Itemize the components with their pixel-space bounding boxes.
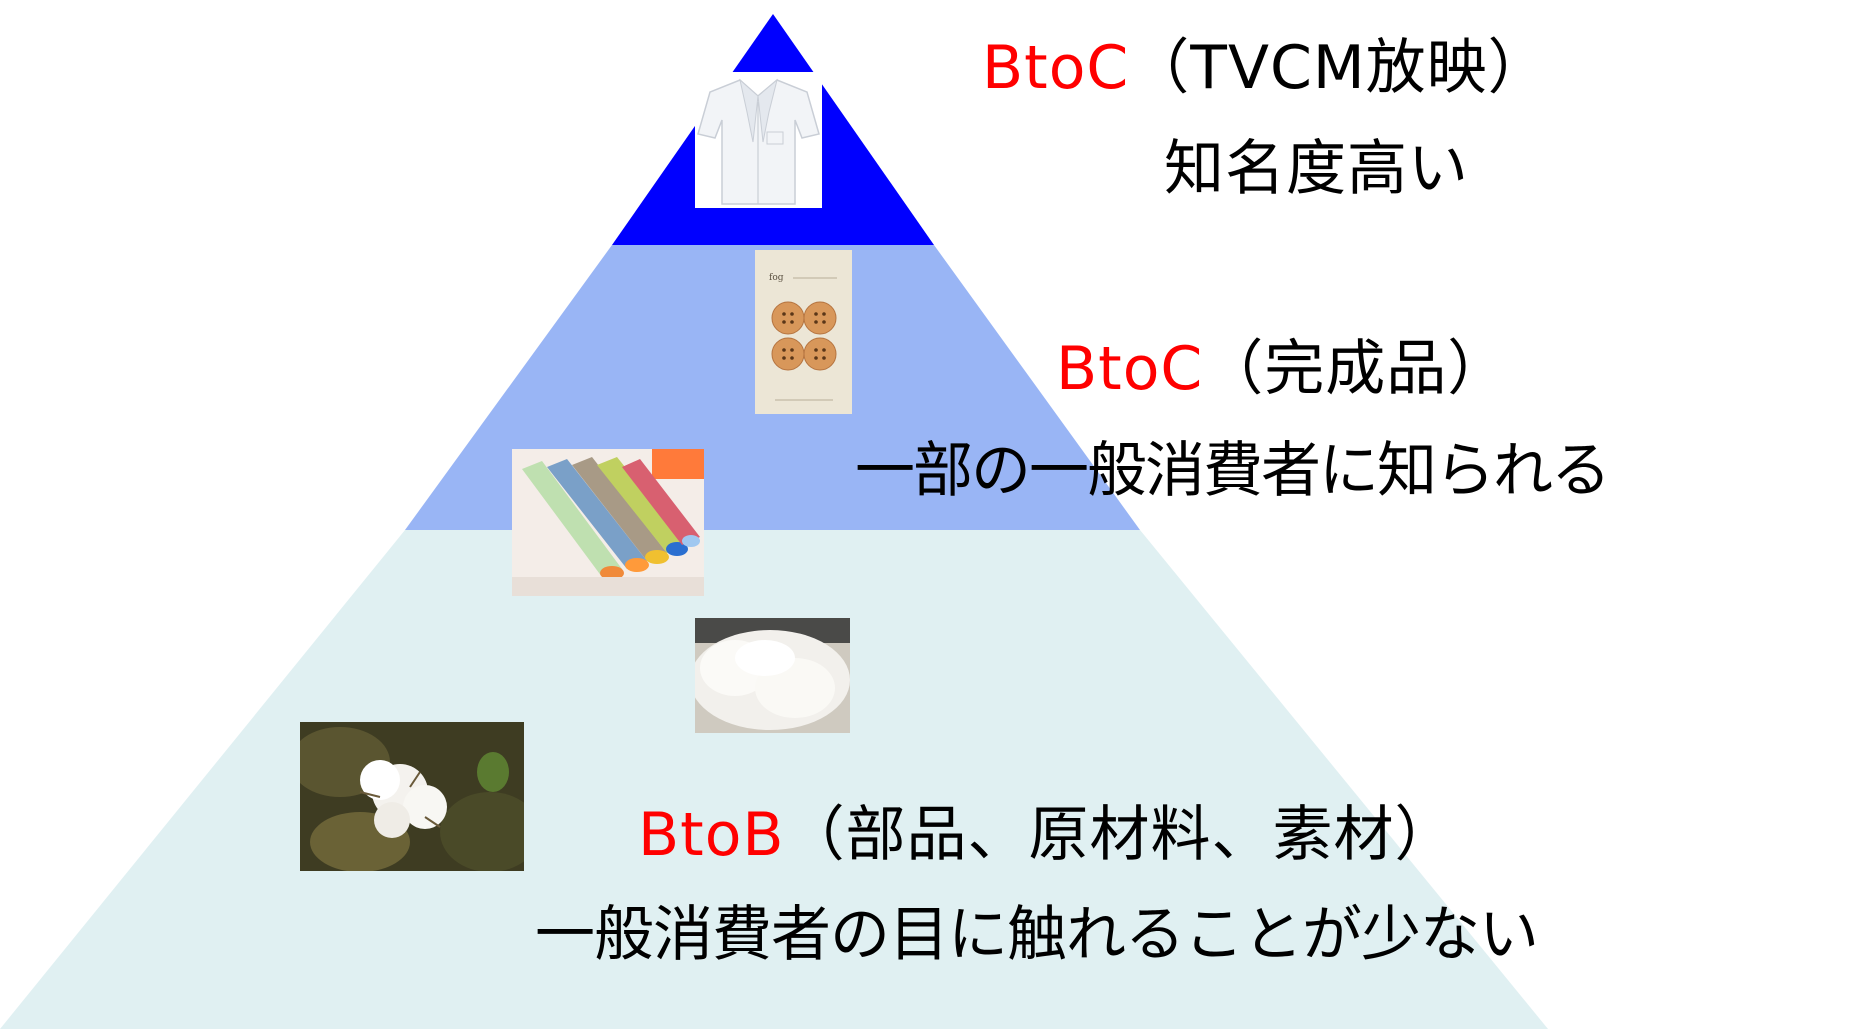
cotton-boll-image	[300, 722, 524, 871]
bottom-tier-description: 一般消費者の目に触れることが少ない	[535, 900, 1539, 970]
middle-tier-description: 一部の一般消費者に知られる	[855, 436, 1611, 506]
bottom-tier-title: BtoB（部品、原材料、素材）	[638, 800, 1456, 870]
top-tier-title: BtoC（TVCM放映）	[982, 33, 1549, 103]
raw-cotton-fiber-image	[695, 618, 850, 733]
middle-tier-type-label: BtoC	[1056, 334, 1204, 404]
fabric-rolls-image	[512, 449, 704, 596]
bottom-tier-detail: （部品、原材料、素材）	[784, 800, 1456, 870]
top-tier-description: 知名度高い	[1164, 134, 1469, 204]
top-tier-type-label: BtoC	[982, 33, 1130, 103]
middle-tier-detail: （完成品）	[1203, 334, 1509, 404]
bottom-tier	[0, 530, 1548, 1029]
middle-tier-title: BtoC（完成品）	[1056, 334, 1508, 404]
bottom-tier-type-label: BtoB	[638, 800, 785, 870]
svg-text:fog: fog	[769, 273, 784, 283]
shirt-image	[695, 72, 822, 208]
buttons-card-image: fog	[755, 250, 852, 414]
top-tier-detail: （TVCM放映）	[1129, 33, 1549, 103]
